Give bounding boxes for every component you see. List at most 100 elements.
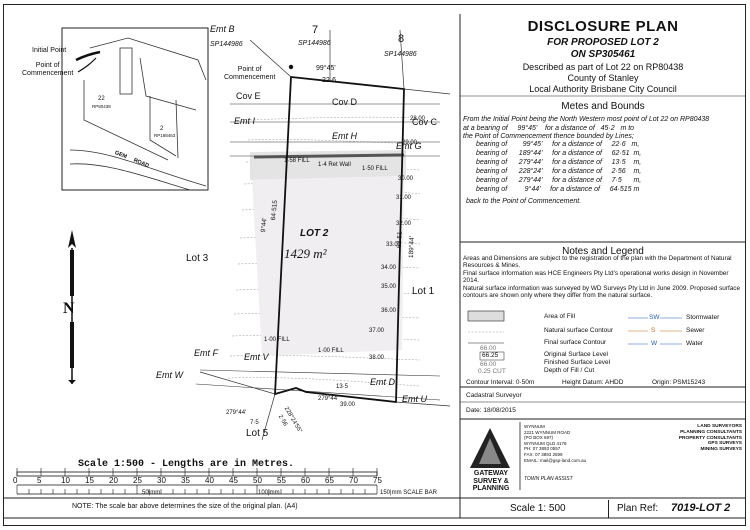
plan-ref-box: Plan Ref: 7019-LOT 2 <box>608 500 747 518</box>
legend-sewer: Sewer <box>686 327 705 334</box>
scale-number: 55 <box>277 476 286 485</box>
note-3: Natural surface information was surveyed… <box>463 284 741 300</box>
contour-label: 29.00 <box>402 140 418 146</box>
plan-sheet-frame <box>3 4 746 526</box>
contour-interval: Contour Interval: 0·50m <box>466 379 535 386</box>
lot8-label: 8 <box>398 33 405 45</box>
fill-50-label: 1·50 FILL <box>362 166 388 172</box>
metes-intro-3: the Point of Commencement thence bounded… <box>463 133 634 140</box>
metes-intro-1: From the Initial Point being the North W… <box>463 116 710 123</box>
easement-lines <box>195 103 441 401</box>
contour-label: 39.00 <box>340 402 356 408</box>
legend-fill: Area of Fill <box>544 313 576 320</box>
legend-sample-4: 0.25 CUT <box>478 368 506 375</box>
legend-w-code: W <box>651 340 658 347</box>
scale-number: 50 <box>253 476 262 485</box>
contour-label: 31.00 <box>396 195 412 201</box>
emt-w-label: Emt W <box>156 370 183 380</box>
on-sp: ON SP305461 <box>570 49 636 60</box>
scale-number: 75 <box>373 476 382 485</box>
ret-wall-label: 1·4 Ret Wall <box>318 162 351 168</box>
bearing-line: bearing of 189°44' for a distance of 62·… <box>476 150 642 157</box>
scale-caption: Scale 1:500 - Lengths are in Metres. <box>78 459 295 470</box>
height-datum: Height Datum: AHDD <box>562 379 624 386</box>
scale-number: 65 <box>325 476 334 485</box>
bearing-line: bearing of 99°45' for a distance of 22·6… <box>476 141 640 148</box>
scale-number: 0 <box>13 476 18 485</box>
poc-label: Point of Commencement <box>224 66 276 81</box>
legend-sample-1: 66.00 <box>480 345 497 352</box>
contour-label: 38.00 <box>369 355 385 361</box>
scale-mm-100: 100|mm <box>258 490 280 496</box>
emt-d-label: Emt D <box>370 377 396 387</box>
legend-sample-3: 66.00 <box>480 361 497 368</box>
emt-v-label: Emt V <box>244 352 269 362</box>
top-distance: 22·6 <box>322 77 337 84</box>
company-logo <box>470 422 521 490</box>
legend-level-orig: Original Surface Level <box>544 351 608 358</box>
north-arrow <box>68 230 76 384</box>
scale-mm-50: 50|mm <box>142 490 161 496</box>
lot7-label: 7 <box>312 24 319 36</box>
lot5-label: Lot 5 <box>246 428 269 439</box>
legend-sample-2: 66.25 <box>482 352 499 359</box>
for-lot: FOR PROPOSED LOT 2 <box>547 37 659 48</box>
contour-label: 37.00 <box>369 328 385 334</box>
cov-e-label: Cov E <box>236 91 261 101</box>
emt-i-label: Emt I <box>234 116 256 126</box>
legend-sw-code: SW <box>649 314 660 321</box>
scale-number: 70 <box>349 476 358 485</box>
company-address: WYNNUM 2221 WYNNUM ROAD (PO BOX 697) WYN… <box>524 424 587 463</box>
scale-number: 15 <box>85 476 94 485</box>
legend-s-code: S <box>651 327 656 334</box>
scale-number: 10 <box>61 476 70 485</box>
north-letter: N <box>63 300 75 317</box>
scale-number: 20 <box>109 476 118 485</box>
note-2: Final surface information was HCE Engine… <box>463 269 729 285</box>
bottom-bearing: 279°44' <box>318 396 339 402</box>
fill-100-label: 1·00 FILL <box>264 337 290 343</box>
top-bearing: 99°45' <box>316 65 336 72</box>
bearing-line: bearing of 9°44' for a distance of 64·51… <box>476 186 640 193</box>
inset-rp22: RP80438 <box>92 104 111 109</box>
fill-100b-label: 1·00 FILL <box>318 348 344 354</box>
origin: Origin: PSM15243 <box>652 379 706 386</box>
company-name-1: GATEWAY <box>473 470 509 477</box>
inset-initial-point: Initial Point <box>32 47 67 54</box>
cadastral-surveyor: Cadastral Surveyor <box>466 392 522 399</box>
company-name: GATEWAY SURVEY & PLANNING <box>466 470 516 493</box>
emt-h-label: Emt H <box>332 131 358 141</box>
locality-inset <box>61 27 209 191</box>
disclosure-title: DISCLOSURE PLAN <box>527 18 679 35</box>
inset-lot22: 22 <box>98 96 105 102</box>
retaining-wall <box>253 153 405 159</box>
lot2-label: LOT 2 <box>300 228 329 239</box>
scale-number: 25 <box>133 476 142 485</box>
contour-label: 28.00 <box>410 116 426 122</box>
legend-stormwater: Stormwater <box>686 314 720 321</box>
note-1: Areas and Dimensions are subject to the … <box>463 255 732 270</box>
scale-mm-150: 150|mm SCALE BAR <box>380 490 437 496</box>
survey-date: Date: 18/08/2015 <box>466 407 516 414</box>
adjoining-boundaries <box>199 29 451 441</box>
emt-f-label: Emt F <box>194 348 218 358</box>
scale-number: 35 <box>181 476 190 485</box>
sp-7-label: SP144986 <box>298 40 331 47</box>
poc-point <box>288 64 294 70</box>
contour-label: 33.00 <box>386 242 402 248</box>
sp-8-label: SP144986 <box>384 51 417 58</box>
right-bearing: 189°44' <box>408 236 416 259</box>
cov-c-label: Cov C <box>412 117 438 127</box>
scale-note: NOTE: The scale bar above determines the… <box>72 503 298 510</box>
emt-b-label: Emt B <box>210 24 235 34</box>
company-services: LAND SURVEYORS PLANNING CONSULTANTS PROP… <box>678 424 742 453</box>
sp-b-label: SP144986 <box>210 41 243 48</box>
plan-ref-label: Plan Ref: <box>617 503 659 514</box>
fill-areas <box>250 150 406 356</box>
contour-label: 30.00 <box>398 176 414 182</box>
metes-intro: From the Initial Point being the North W… <box>463 116 743 142</box>
scale-number: 40 <box>205 476 214 485</box>
scale-number: 60 <box>301 476 310 485</box>
metes-intro-2: at a bearing of 99°45' for a distance of… <box>463 124 635 132</box>
metes-heading: Metes and Bounds <box>561 101 645 112</box>
